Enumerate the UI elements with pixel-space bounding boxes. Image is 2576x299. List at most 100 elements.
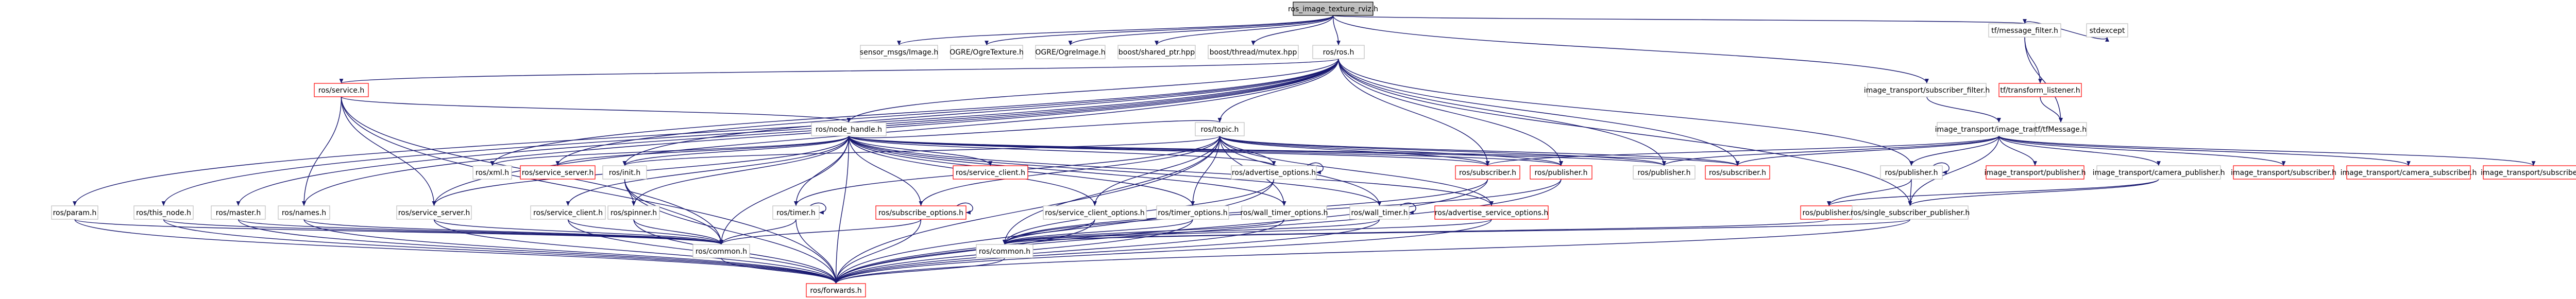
node-box xyxy=(520,165,596,180)
node-ros_spinner[interactable]: ros/spinner.h xyxy=(607,205,660,220)
edge-ros_service-to-ros_forwards xyxy=(341,96,838,284)
node-ogre_image[interactable]: OGRE/OgreImage.h xyxy=(1035,45,1106,59)
node-box xyxy=(2346,165,2471,180)
node-label: ros/service_server.h xyxy=(398,209,470,217)
node-ros_timer[interactable]: ros/timer.h xyxy=(772,205,820,220)
node-it_subscriber[interactable]: image_transport/subscriber.h xyxy=(2231,165,2336,180)
edge-ros_publisher_d-to-ros_common_b xyxy=(1003,219,1829,245)
node-label: ros/xml.h xyxy=(476,169,509,177)
node-ros_wall_timer_options[interactable]: ros/wall_timer_options.h xyxy=(1240,205,1328,220)
node-label: ros/param.h xyxy=(53,209,97,217)
edge-it_camera_publisher-to-ros_single_subscriber_publisher xyxy=(1908,179,2159,206)
node-tf_message_filter[interactable]: tf/message_filter.h xyxy=(1988,23,2061,38)
node-label: ros/single_subscriber_publisher.h xyxy=(1851,209,1970,217)
node-ros_publisher_r[interactable]: ros/publisher.h xyxy=(1530,165,1592,180)
edge-ros_node_handle-to-ros_service_client2 xyxy=(566,135,850,206)
edge-ros_node_handle-to-ros_init xyxy=(622,135,850,166)
node-ros_advertise_options[interactable]: ros/advertise_options.h xyxy=(1231,165,1317,180)
node-ros_common_a[interactable]: ros/common.h xyxy=(692,244,750,258)
node-ros_publisher_a[interactable]: ros/publisher.h xyxy=(1633,165,1696,180)
edge-ros_advertise_options-to-ros_advertise_options xyxy=(1307,162,1324,174)
node-box xyxy=(2096,165,2221,180)
node-label: ros/spinner.h xyxy=(611,209,657,217)
node-label: ros/service_client_options.h xyxy=(1045,209,1145,217)
node-box xyxy=(472,165,512,180)
node-it_publisher[interactable]: image_transport/publisher.h xyxy=(1984,165,2086,180)
node-box xyxy=(607,205,660,220)
node-box xyxy=(1208,45,1299,59)
node-ros_service_client_options[interactable]: ros/service_client_options.h xyxy=(1043,205,1147,220)
node-ros_service_client[interactable]: ros/service_client.h xyxy=(953,165,1028,180)
edge-root-to-ogre_texture xyxy=(985,15,1334,46)
node-label: image_transport/camera_subscriber.h xyxy=(2341,169,2477,177)
edge-ros_ros-to-ros_param xyxy=(73,58,1339,206)
node-it_subscriber2[interactable]: image_transport/subscriber.h xyxy=(2481,165,2576,180)
node-label: sensor_msgs/Image.h xyxy=(860,48,938,57)
edge-ros_topic-to-ros_service_client_options xyxy=(1093,135,1221,206)
node-label: ros/advertise_service_options.h xyxy=(1435,209,1548,217)
node-ros_service_server[interactable]: ros/service_server.h xyxy=(520,165,596,180)
edge-ros_topic-to-ros_subscribe_options xyxy=(919,135,1221,206)
node-ros_master[interactable]: ros/master.h xyxy=(211,205,266,220)
node-box xyxy=(692,244,750,258)
node-ros_subscriber_r[interactable]: ros/subscriber.h xyxy=(1455,165,1520,180)
node-ros_subscriber_b[interactable]: ros/subscriber.h xyxy=(1705,165,1770,180)
edge-ros_ros-to-ros_publisher_a xyxy=(1338,58,1666,166)
node-ros_forwards[interactable]: ros/forwards.h xyxy=(806,283,866,297)
node-ros_this_node[interactable]: ros/this_node.h xyxy=(133,205,194,220)
edge-ros_subscriber_r-to-ros_forwards xyxy=(834,179,1488,284)
edge-ros_publisher_c-to-ros_publisher_c xyxy=(1933,162,1950,174)
node-box xyxy=(278,205,330,220)
edge-ros_topic-to-ros_forwards xyxy=(834,135,1221,284)
edge-ros_topic-to-ros_publisher_r xyxy=(1219,135,1563,166)
node-tf_message[interactable]: tf/tfMessage.h xyxy=(2035,122,2087,136)
node-ros_node_handle[interactable]: ros/node_handle.h xyxy=(811,122,887,136)
node-ros_param[interactable]: ros/param.h xyxy=(51,205,98,220)
node-tf_transform_listener[interactable]: tf/transform_listener.h xyxy=(1998,83,2082,97)
node-box xyxy=(1293,2,1374,16)
node-ros_topic[interactable]: ros/topic.h xyxy=(1195,122,1245,136)
node-ogre_texture[interactable]: OGRE/OgreTexture.h xyxy=(950,45,1024,59)
edge-ros_node_handle-to-ros_common_a xyxy=(719,135,850,245)
node-box xyxy=(602,165,647,180)
node-ros_service_client2[interactable]: ros/service_client.h xyxy=(530,205,606,220)
node-label: ros/service_server.h xyxy=(522,169,594,177)
node-ros_wall_timer[interactable]: ros/wall_timer.h xyxy=(1349,205,1410,220)
node-ros_publisher_c[interactable]: ros/publisher.h xyxy=(1880,165,1943,180)
node-ros_timer_options[interactable]: ros/timer_options.h xyxy=(1156,205,1229,220)
node-ros_single_subscriber_publisher[interactable]: ros/single_subscriber_publisher.h xyxy=(1851,205,1970,220)
node-boost_mutex[interactable]: boost/thread/mutex.hpp xyxy=(1208,45,1299,59)
node-ros_service[interactable]: ros/service.h xyxy=(314,83,369,97)
edge-ros_service_server2-to-ros_forwards xyxy=(433,219,838,284)
node-stdexcept[interactable]: stdexcept xyxy=(2086,23,2128,38)
node-ros_xmlrpc[interactable]: ros/xml.h xyxy=(472,165,512,180)
node-it_camera_subscriber[interactable]: image_transport/camera_subscriber.h xyxy=(2341,165,2477,180)
edge-it_image_transport-to-it_publisher xyxy=(1998,135,2037,166)
node-ros_subscribe_options[interactable]: ros/subscribe_options.h xyxy=(875,205,967,220)
node-ros_common_b[interactable]: ros/common.h xyxy=(976,244,1033,258)
edge-it_image_transport-to-ros_publisher_c xyxy=(1909,135,1999,166)
node-root[interactable]: ros_image_texture_rviz.h xyxy=(1288,2,1378,16)
node-box xyxy=(772,205,820,220)
edge-root-to-it_subscriber_filter xyxy=(1332,15,1929,84)
node-ros_publisher_d[interactable]: ros/publisher.h xyxy=(1800,205,1858,220)
node-ros_ros[interactable]: ros/ros.h xyxy=(1312,45,1365,59)
node-sensor_msgs_image[interactable]: sensor_msgs/Image.h xyxy=(860,45,938,59)
edge-ros_init-to-ros_forwards xyxy=(624,179,838,284)
node-box xyxy=(396,205,472,220)
node-boost_shared_ptr[interactable]: boost/shared_ptr.hpp xyxy=(1117,45,1196,59)
edge-ros_topic-to-ros_advertise_options xyxy=(1219,135,1276,166)
edge-ros_node_handle-to-ros_subscriber_b xyxy=(848,135,1739,166)
edge-ros_timer_options-to-ros_common_b xyxy=(1003,219,1193,245)
node-label: image_transport/subscriber_filter.h xyxy=(1864,86,1990,95)
node-ros_advertise_service_options[interactable]: ros/advertise_service_options.h xyxy=(1434,205,1549,220)
node-it_camera_publisher[interactable]: image_transport/camera_publisher.h xyxy=(2093,165,2225,180)
node-ros_service_server2[interactable]: ros/service_server.h xyxy=(396,205,472,220)
node-label: tf/tfMessage.h xyxy=(2035,126,2087,134)
node-it_subscriber_filter[interactable]: image_transport/subscriber_filter.h xyxy=(1864,83,1990,97)
edge-ros_subscribe_options-to-ros_common_a xyxy=(719,219,922,245)
edge-ros_topic-to-ros_publisher_a xyxy=(1219,135,1666,166)
node-ros_names[interactable]: ros/names.h xyxy=(278,205,330,220)
node-ros_init[interactable]: ros/init.h xyxy=(602,165,647,180)
